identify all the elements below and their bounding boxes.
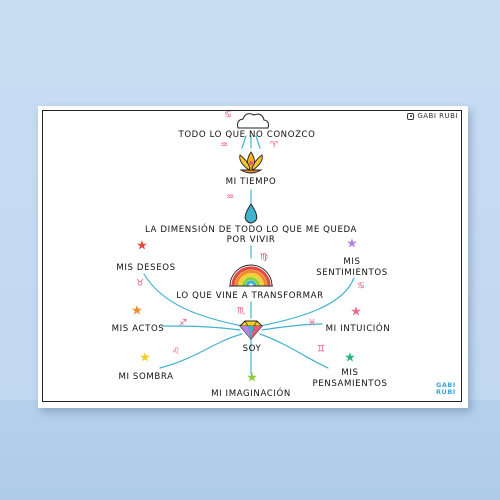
- intuicion-link-line: [261, 323, 323, 331]
- sombra-link-line: [159, 333, 243, 369]
- logo-line-1: GABI: [436, 381, 456, 389]
- ray-line: [255, 135, 261, 149]
- actos-link-line: [161, 325, 241, 331]
- pisces-symbol: ♓: [307, 318, 317, 329]
- label-lo-que-vine-a-transformar: Lo que vine a transformar: [176, 291, 324, 301]
- star-sentimientos-icon: ★: [346, 236, 358, 252]
- rainbow-icon: [229, 264, 273, 287]
- star-pensamientos-icon: ★: [344, 350, 356, 366]
- label-soy: Soy: [242, 344, 262, 354]
- brand-tag: GABI RUBI: [407, 112, 458, 120]
- ray-line: [241, 135, 247, 149]
- gemini-symbol: ♊: [316, 344, 326, 355]
- star-actos-icon: ★: [131, 303, 143, 319]
- label-dimension: La dimensión de todo lo que me queda: [144, 225, 358, 235]
- label-mis-deseos: Mis deseos: [116, 263, 176, 273]
- cloud-icon: [237, 113, 269, 129]
- label-todo-lo-que-no-conozco: Todo lo que no conozco: [178, 130, 316, 140]
- instagram-icon: [407, 112, 415, 120]
- aquarius-symbol: ♒: [219, 140, 229, 151]
- pensamientos-link-line: [259, 333, 329, 369]
- leo-symbol: ♌: [171, 346, 181, 357]
- lotus-icon: [239, 151, 263, 174]
- deseos-link-line: [143, 273, 243, 327]
- floor-background: [0, 400, 500, 500]
- scorpio-symbol: ♏: [236, 306, 246, 317]
- label-mi-sombra: Mi sombra: [118, 372, 174, 382]
- aries-symbol: ♈: [269, 140, 279, 151]
- virgo-symbol: ♍: [259, 252, 269, 263]
- label-mi-intuicion: Mi intuición: [325, 324, 391, 334]
- label-por-vivir: por vivir: [226, 235, 276, 245]
- logo-line-2: RUBI: [436, 388, 456, 396]
- star-deseos-icon: ★: [136, 238, 148, 254]
- star-imaginacion-icon: ★: [246, 370, 258, 386]
- gabi-rubi-logo: GABI RUBI: [436, 382, 456, 396]
- sentimientos-link-line: [259, 277, 355, 327]
- star-sombra-icon: ★: [139, 350, 151, 366]
- label-mis-pensamientos-2: pensamientos: [312, 379, 388, 389]
- label-mis-sentimientos-2: sentimientos: [316, 268, 388, 278]
- label-mis-actos: Mis actos: [111, 324, 165, 334]
- poster: GABI RUBI: [38, 106, 468, 408]
- taurus-symbol: ♉: [135, 278, 145, 289]
- label-mis-pensamientos-1: Mis: [341, 368, 359, 378]
- poster-frame: [42, 110, 462, 402]
- star-intuicion-icon: ★: [350, 304, 362, 320]
- cancer-symbol: ♋: [223, 110, 233, 121]
- cancer-symbol-2: ♋: [356, 281, 366, 292]
- connector-lines: [143, 113, 355, 375]
- label-mi-tiempo: Mi tiempo: [225, 177, 277, 187]
- brand-text: GABI RUBI: [417, 112, 458, 120]
- aquarius-symbol-2: ♒: [225, 192, 235, 203]
- water-drop-icon: [244, 203, 258, 224]
- sagittarius-symbol: ♐: [178, 318, 188, 329]
- label-mi-imaginacion: Mi imaginación: [211, 389, 291, 399]
- diamond-icon: [239, 320, 263, 340]
- label-mis-sentimientos-1: Mis: [343, 257, 361, 267]
